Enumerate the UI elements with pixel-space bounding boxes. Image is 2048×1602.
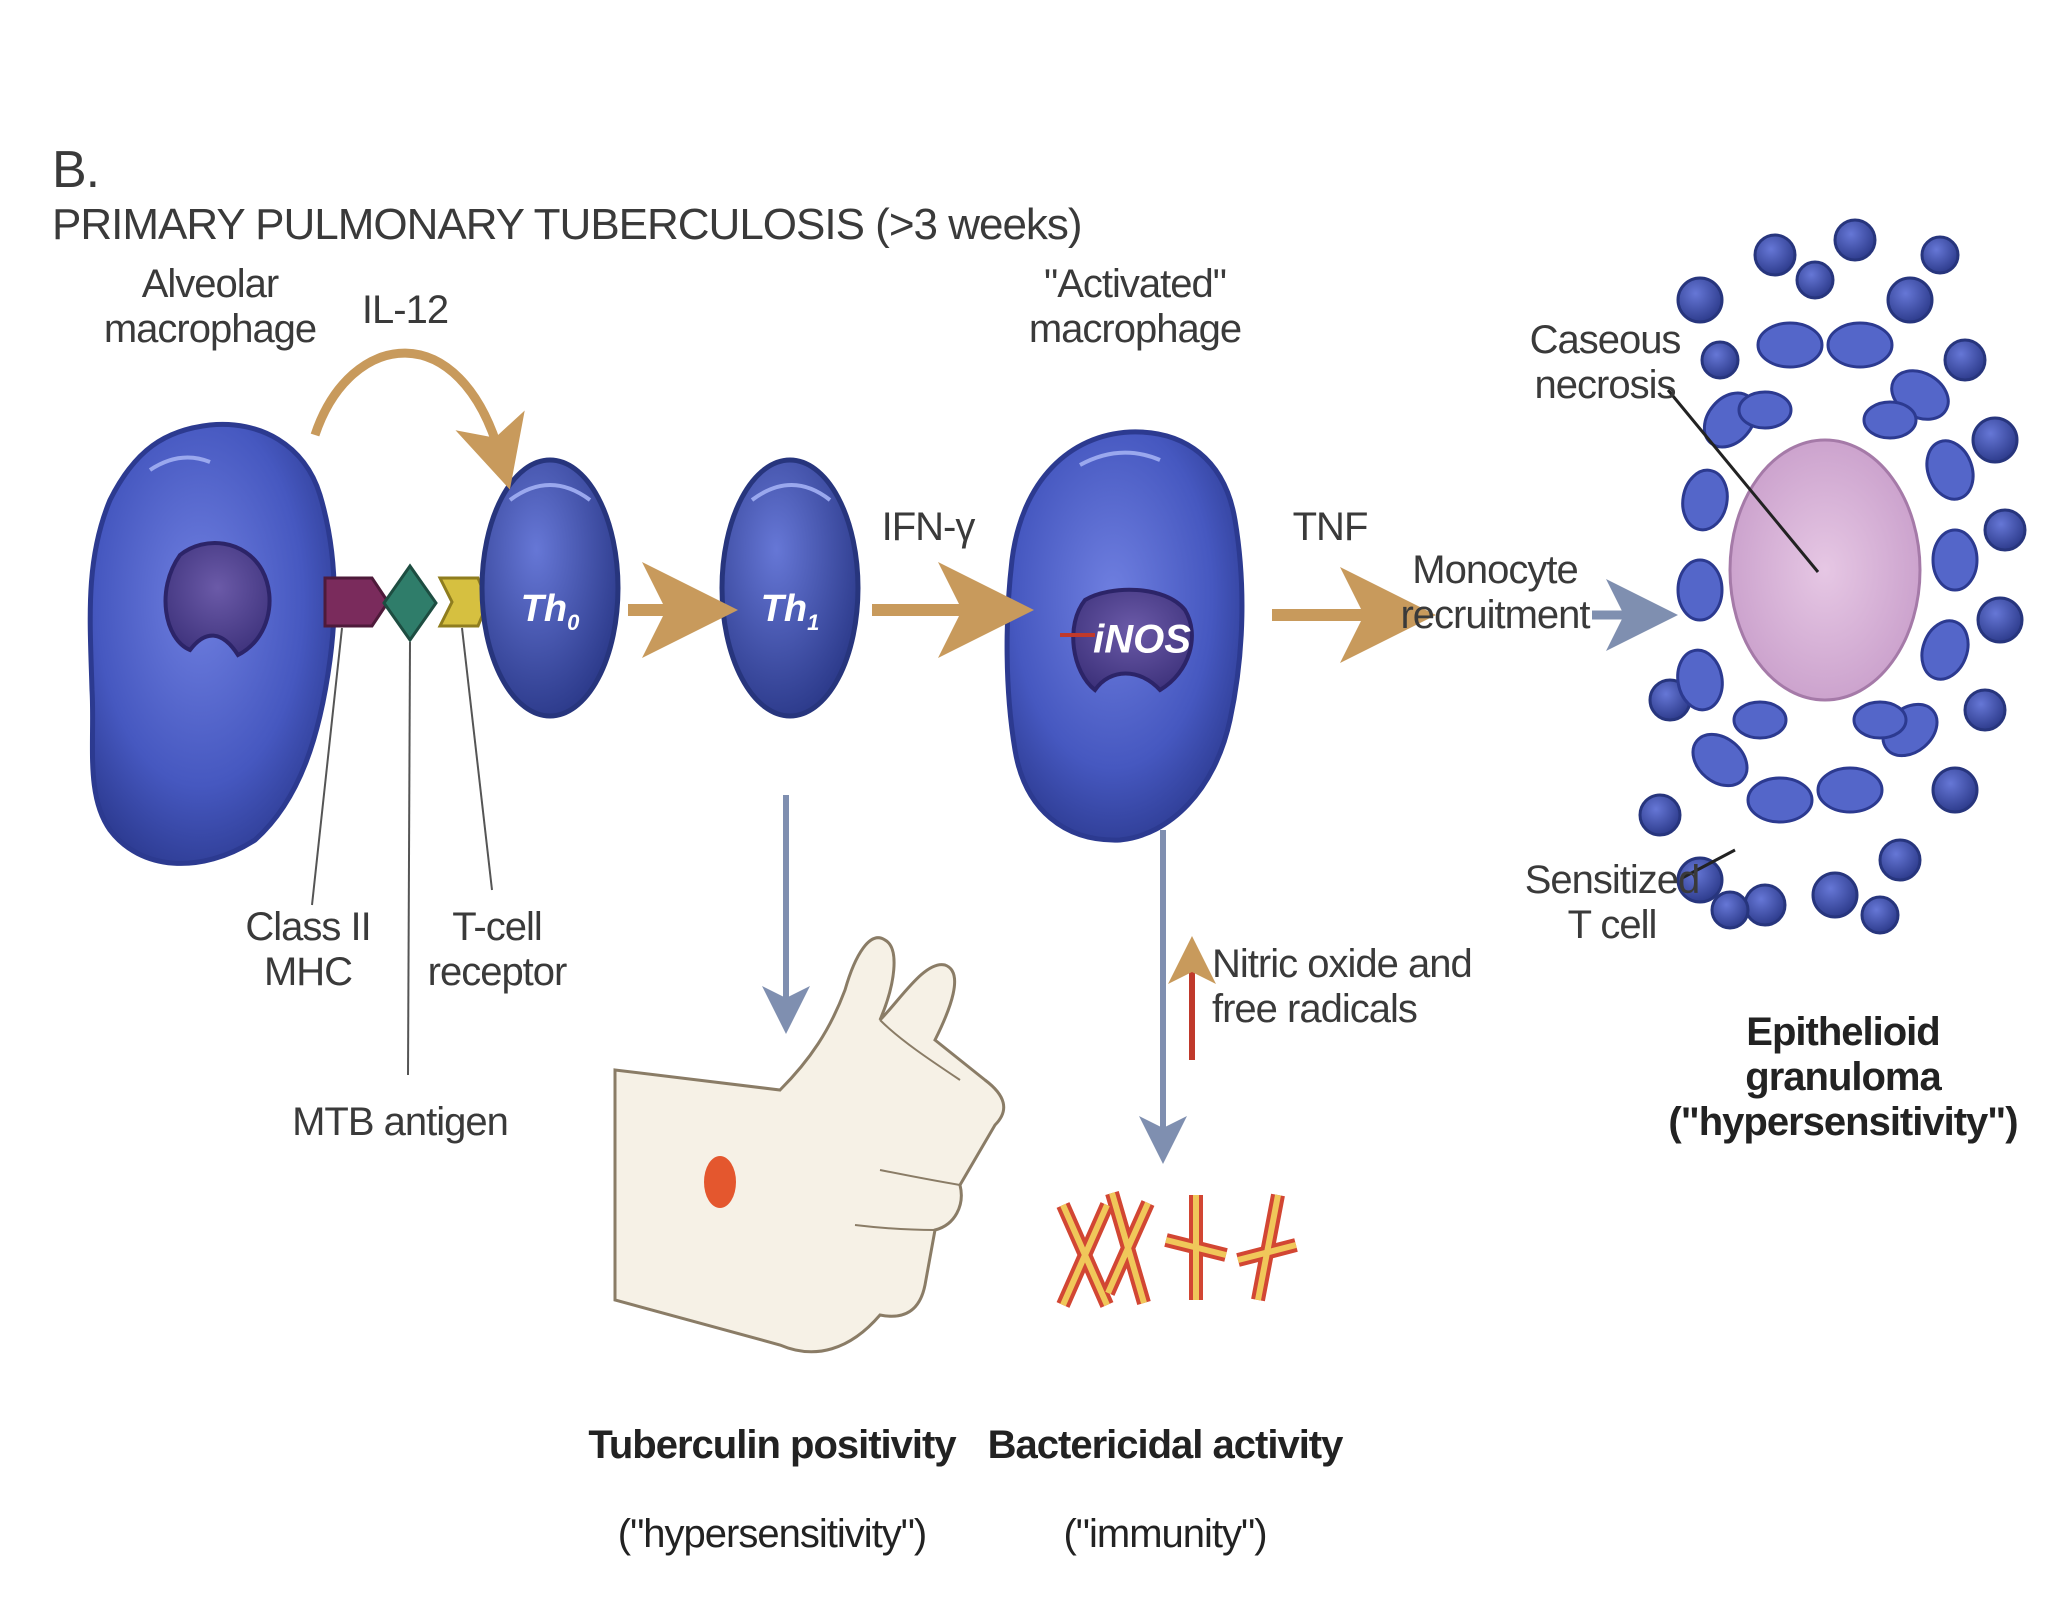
alveolar-macrophage-cell: [87, 421, 337, 866]
bactericidal-activity-caption: Bactericidal activity ("immunity"): [987, 1378, 1344, 1602]
nitric-oxide-label: Nitric oxide and free radicals: [1212, 942, 1473, 1031]
caseous-necrosis-core: [1728, 438, 1922, 702]
diagram-artwork: [87, 218, 2027, 1354]
th0-cell: [479, 457, 621, 719]
inos-label: iNOS: [1093, 617, 1191, 662]
bacteria-group: [1056, 1191, 1298, 1308]
tnf-label: TNF: [1292, 505, 1369, 549]
tuberculin-subtitle: ("hypersensitivity"): [617, 1512, 927, 1557]
sensitized-t-cell-label: Sensitized T cell: [1524, 858, 1701, 947]
th0-label: Th0: [520, 588, 580, 635]
heading-text: PRIMARY PULMONARY TUBERCULOSIS (>3 weeks…: [52, 199, 1083, 249]
ifn-gamma-label: IFN-γ: [881, 505, 976, 549]
skin-reaction-spot: [704, 1156, 736, 1208]
epithelioid-cell-ring: [1676, 321, 1979, 824]
mhc-antigen-tcr-complex: [311, 563, 493, 1076]
monocyte-recruitment-label: Monocyte recruitment: [1400, 548, 1590, 637]
th1-label: Th1: [760, 588, 820, 635]
il12-arc-arrow: [310, 348, 525, 490]
mtb-antigen-label: MTB antigen: [292, 1100, 509, 1144]
il12-label: IL-12: [361, 288, 449, 332]
class-ii-mhc-label: Class II MHC: [245, 905, 371, 994]
sensitized-pointer: [1681, 848, 1736, 880]
alveolar-macrophage-label: Alveolar macrophage: [103, 262, 317, 351]
activated-macrophage-label: "Activated" macrophage: [1028, 262, 1242, 351]
t-cell-receptor-label: T-cell receptor: [427, 905, 568, 994]
tuberculin-positivity-caption: Tuberculin positivity ("hypersensitivity…: [588, 1378, 956, 1602]
activated-macrophage-cell: [1004, 429, 1245, 843]
epithelioid-granuloma-caption: Epithelioid granuloma ("hypersensitivity…: [1668, 1010, 2018, 1144]
caseous-necrosis-label: Caseous necrosis: [1529, 318, 1682, 407]
outer-lymphocyte-ring: [1638, 218, 2027, 935]
epithelioid-granuloma: [1638, 218, 2027, 935]
hand-skin-test: [613, 936, 1006, 1354]
bactericidal-title: Bactericidal activity: [987, 1422, 1344, 1467]
heading-letter: B.: [52, 141, 100, 200]
tuberculin-title: Tuberculin positivity: [588, 1422, 956, 1467]
caseous-pointer: [1666, 389, 1820, 573]
diagram-canvas: B. PRIMARY PULMONARY TUBERCULOSIS (>3 we…: [52, 92, 2027, 1556]
bactericidal-subtitle: ("immunity"): [1063, 1512, 1267, 1557]
figure-heading: B. PRIMARY PULMONARY TUBERCULOSIS (>3 we…: [52, 92, 1083, 249]
